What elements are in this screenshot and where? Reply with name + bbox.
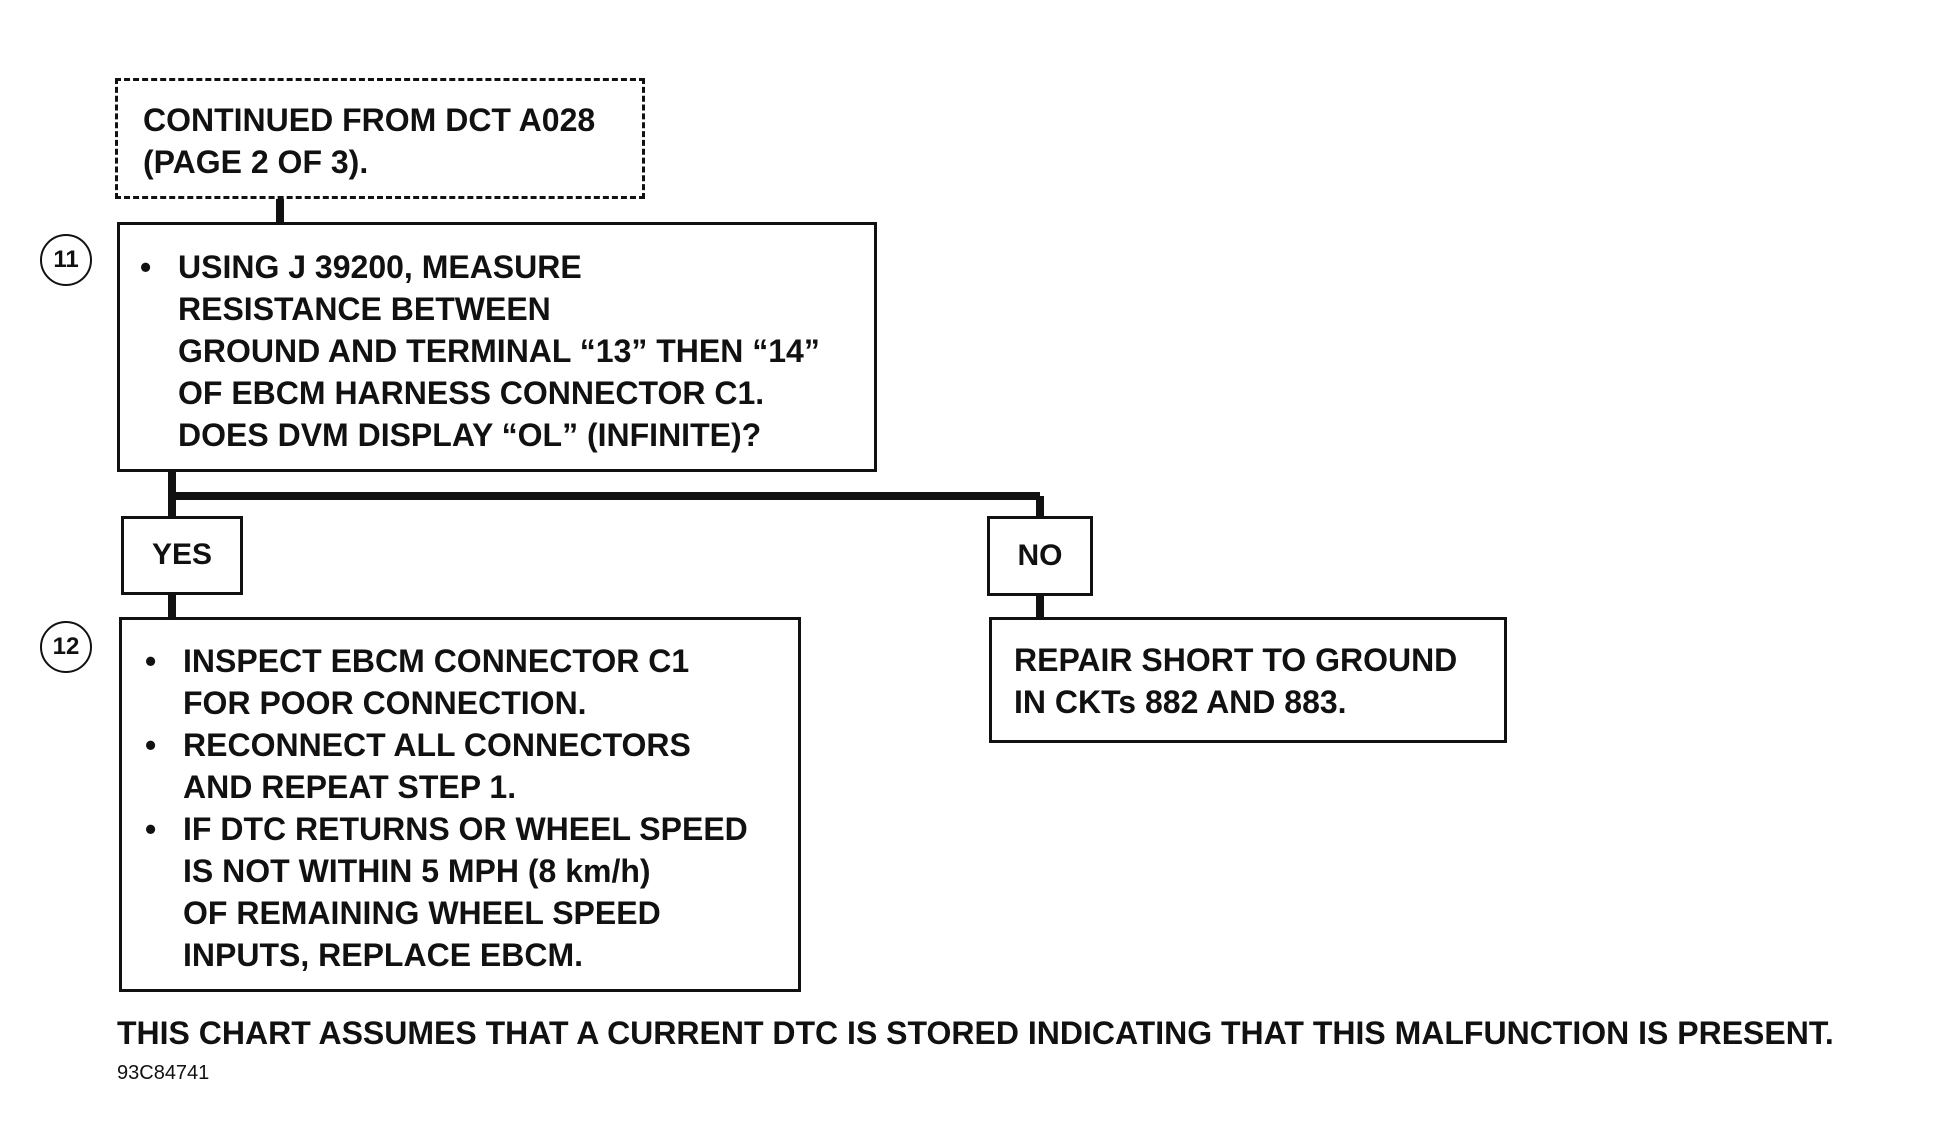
step-11-line-2: RESISTANCE BETWEEN (178, 291, 551, 327)
step-12-bullet-3: IF DTC RETURNS OR WHEEL SPEED IS NOT WIT… (125, 808, 798, 976)
figure-id: 93C84741 (117, 1062, 210, 1084)
step-12-b3-line-4: INPUTS, REPLACE EBCM. (183, 937, 584, 973)
step-12-box: INSPECT EBCM CONNECTOR C1 FOR POOR CONNE… (119, 617, 801, 992)
step-12-b3-line-2: IS NOT WITHIN 5 MPH (8 km/h) (183, 853, 651, 889)
step-12-bullet-2: RECONNECT ALL CONNECTORS AND REPEAT STEP… (125, 724, 798, 808)
continued-from-box: CONTINUED FROM DCT A028 (PAGE 2 OF 3). (115, 78, 645, 199)
no-result-box: REPAIR SHORT TO GROUND IN CKTs 882 AND 8… (989, 617, 1507, 743)
step-11-bullet: USING J 39200, MEASURE RESISTANCE BETWEE… (120, 246, 874, 456)
step-12-bullet-1: INSPECT EBCM CONNECTOR C1 FOR POOR CONNE… (125, 640, 798, 724)
step-11-line-5: DOES DVM DISPLAY “OL” (INFINITE)? (178, 417, 762, 453)
yes-branch-label: YES (121, 516, 243, 595)
step-11-line-1: USING J 39200, MEASURE (178, 249, 582, 285)
step-12-b1-line-2: FOR POOR CONNECTION. (183, 685, 587, 721)
no-label-text: NO (1017, 539, 1063, 572)
step-11-line-3: GROUND AND TERMINAL “13” THEN “14” (178, 333, 820, 369)
continued-line-2: (PAGE 2 OF 3). (143, 144, 369, 180)
no-result-line-2: IN CKTs 882 AND 883. (1014, 684, 1347, 720)
step-11-line-4: OF EBCM HARNESS CONNECTOR C1. (178, 375, 765, 411)
no-branch-label: NO (987, 516, 1093, 596)
step-12-b2-line-1: RECONNECT ALL CONNECTORS (183, 727, 691, 763)
step-11-marker: 11 (40, 234, 92, 286)
yes-label-text: YES (151, 538, 213, 571)
no-result-line-1: REPAIR SHORT TO GROUND (1014, 642, 1458, 678)
step-12-b3-line-3: OF REMAINING WHEEL SPEED (183, 895, 661, 931)
chart-footnote: THIS CHART ASSUMES THAT A CURRENT DTC IS… (117, 1015, 1834, 1051)
step-11-box: USING J 39200, MEASURE RESISTANCE BETWEE… (117, 222, 877, 472)
continued-line-1: CONTINUED FROM DCT A028 (143, 102, 596, 138)
step-12-b2-line-2: AND REPEAT STEP 1. (183, 769, 517, 805)
step-12-b3-line-1: IF DTC RETURNS OR WHEEL SPEED (183, 811, 748, 847)
step-12-marker: 12 (40, 621, 92, 673)
step-12-b1-line-1: INSPECT EBCM CONNECTOR C1 (183, 643, 690, 679)
